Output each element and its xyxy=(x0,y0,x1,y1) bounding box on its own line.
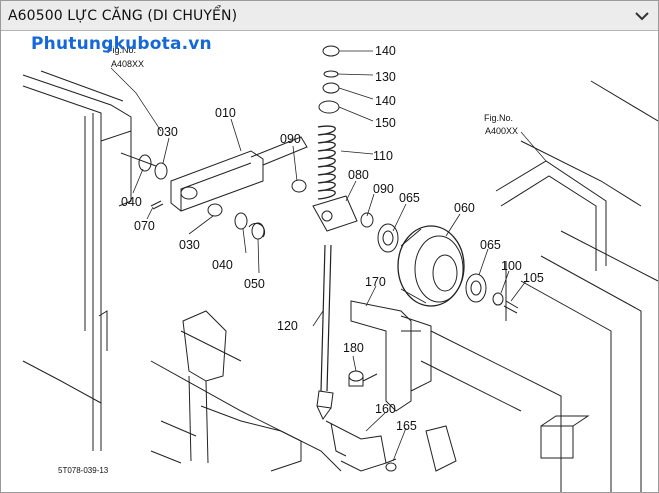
part-number-label[interactable]: 165 xyxy=(396,419,417,433)
part-number-label[interactable]: 030 xyxy=(157,125,178,139)
fig-ref-a408xx[interactable]: Fig.No. A408XX xyxy=(107,45,144,69)
part-number-label[interactable]: 105 xyxy=(523,271,544,285)
part-number-label[interactable]: 030 xyxy=(179,238,200,252)
part-number-label[interactable]: 090 xyxy=(373,182,394,196)
part-number-label[interactable]: 090 xyxy=(280,132,301,146)
fig-ref-number: A408XX xyxy=(111,59,144,69)
fig-ref-a400xx[interactable]: Fig.No. A400XX xyxy=(484,113,518,136)
page-title: A60500 LỰC CĂNG (DI CHUYỂN) xyxy=(8,8,238,24)
site-watermark: Phutungkubota.vn xyxy=(31,34,212,54)
part-number-label[interactable]: 065 xyxy=(480,238,501,252)
part-callouts: 140 130 140 150 110 010 030 090 080 090 … xyxy=(121,44,544,433)
fig-ref-label: Fig.No. xyxy=(484,113,513,123)
part-number-label[interactable]: 050 xyxy=(244,277,265,291)
part-number-label[interactable]: 140 xyxy=(375,44,396,58)
part-number-label[interactable]: 100 xyxy=(501,259,522,273)
part-number-label[interactable]: 010 xyxy=(215,106,236,120)
part-number-label[interactable]: 120 xyxy=(277,319,298,333)
part-number-label[interactable]: 150 xyxy=(375,116,396,130)
part-number-label[interactable]: 110 xyxy=(373,149,393,163)
fig-ref-number: A400XX xyxy=(485,126,518,136)
part-number-label[interactable]: 040 xyxy=(212,258,233,272)
chevron-down-icon[interactable] xyxy=(632,6,652,26)
part-number-label[interactable]: 140 xyxy=(375,94,396,108)
part-number-label[interactable]: 040 xyxy=(121,195,142,209)
part-number-label[interactable]: 160 xyxy=(375,402,396,416)
line-art xyxy=(22,45,658,492)
part-number-label[interactable]: 070 xyxy=(134,219,155,233)
part-number-label[interactable]: 080 xyxy=(348,168,369,182)
drawing-code: 5T078-039-13 xyxy=(58,466,109,475)
part-number-label[interactable]: 065 xyxy=(399,191,420,205)
exploded-parts-diagram: Fig.No. A408XX Fig.No. A400XX 140 130 14… xyxy=(22,44,658,492)
title-bar: A60500 LỰC CĂNG (DI CHUYỂN) xyxy=(1,1,658,31)
part-number-label[interactable]: 130 xyxy=(375,70,396,84)
part-number-label[interactable]: 170 xyxy=(365,275,386,289)
part-number-label[interactable]: 060 xyxy=(454,201,475,215)
fig-ref-label: Fig.No. xyxy=(107,45,136,55)
part-number-label[interactable]: 180 xyxy=(343,341,364,355)
